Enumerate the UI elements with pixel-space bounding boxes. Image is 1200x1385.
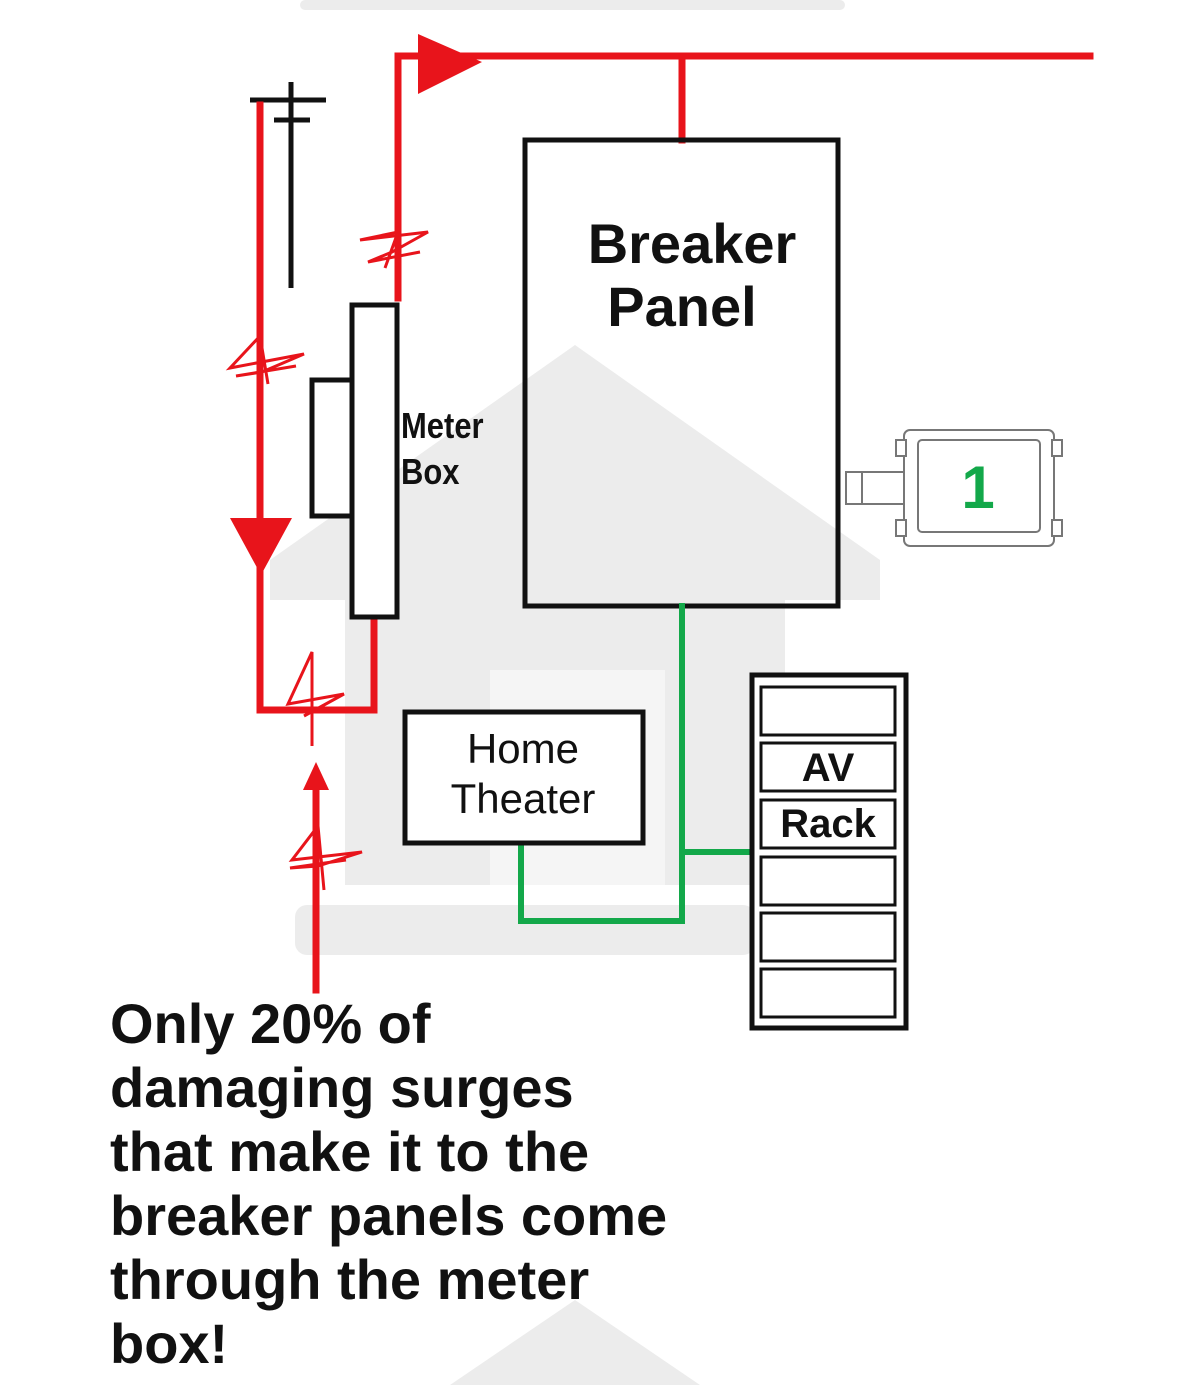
utility-pole-icon (250, 82, 326, 288)
caption-line: damaging surges (110, 1056, 574, 1119)
home-theater-label-line-2: Theater (450, 775, 596, 822)
breaker-panel-label-line-1: Breaker (587, 212, 797, 275)
home-theater-label-line-1: Home (466, 725, 580, 772)
meter-box (309, 302, 400, 620)
meter-box-label-line-2: Box (401, 451, 460, 492)
caption-line: through the meter (110, 1248, 590, 1311)
caption-line: Only 20% of (110, 992, 431, 1055)
red-triangle-arrow-icon (230, 34, 482, 790)
lightning-zigzag-icon (225, 229, 429, 891)
surge-device-number: 1 (961, 454, 995, 521)
av-rack-label-line-2: Rack (780, 802, 876, 846)
ground-lines (518, 603, 755, 924)
caption-line: breaker panels come (110, 1184, 668, 1247)
home-theater-box (402, 709, 646, 846)
av-rack-label-line-1: AV (801, 746, 855, 790)
caption: Only 20% of damaging surges that make it… (110, 992, 750, 1376)
av-rack (749, 672, 909, 1031)
caption-line: that make it to the (110, 1120, 590, 1183)
meter-box-label-line-1: Meter (401, 405, 484, 446)
breaker-panel-label-line-2: Panel (607, 275, 757, 338)
caption-line: box! (110, 1312, 229, 1375)
surge-protector-device-icon (845, 429, 1063, 547)
